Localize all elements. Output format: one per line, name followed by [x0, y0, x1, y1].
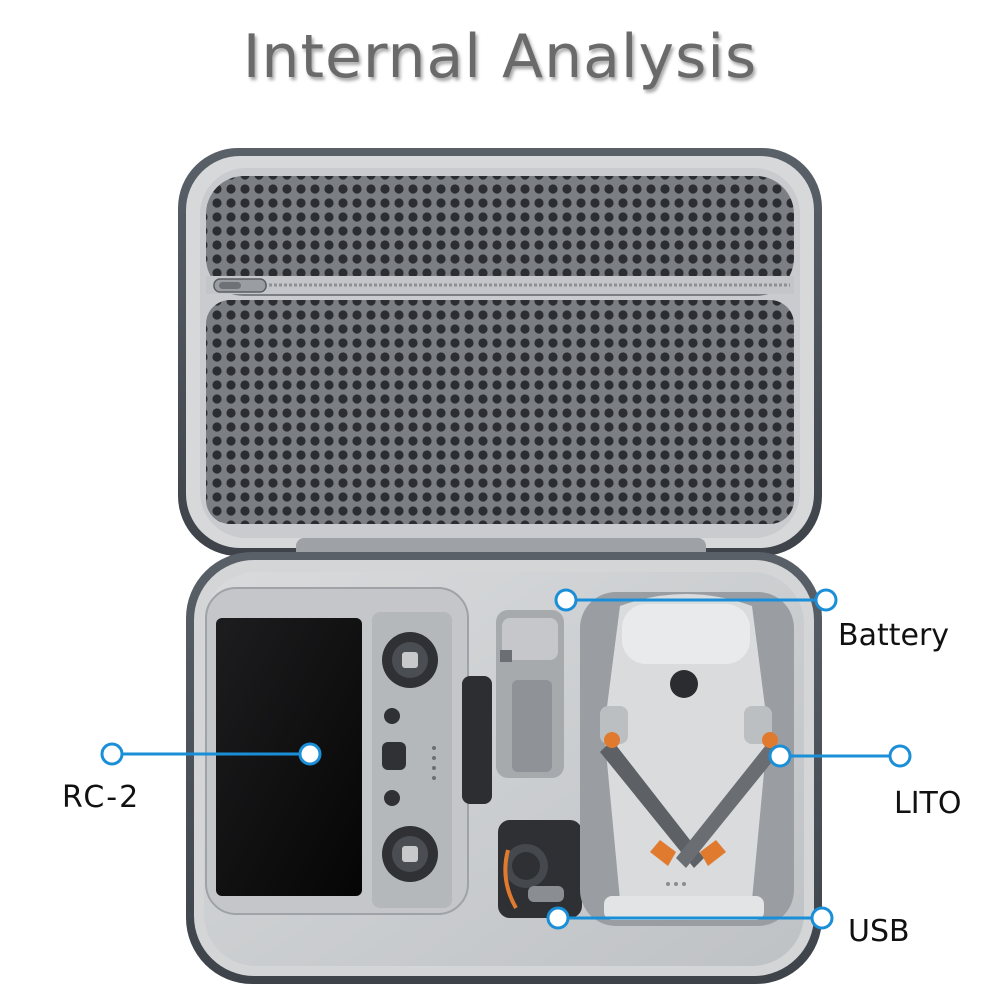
callout-drone: [768, 744, 912, 768]
page-title: Internal Analysis: [242, 22, 758, 92]
callout-usb-dot-start: [546, 906, 570, 930]
power-button-icon: [384, 790, 400, 806]
callout-battery: [554, 588, 838, 612]
controller-stick-slot: [462, 676, 492, 804]
callout-drone-dot-end: [888, 744, 912, 768]
callout-battery-dot-end: [814, 588, 838, 612]
label-rc: RC-2: [62, 780, 141, 815]
joystick-top-icon: [382, 632, 438, 688]
lid-mesh-pocket: [206, 300, 794, 524]
callout-drone-dot-start: [768, 744, 792, 768]
callout-usb: [546, 906, 834, 930]
callout-battery-dot-start: [554, 588, 578, 612]
label-usb: USB: [848, 914, 910, 949]
callout-rc-dot-end: [298, 742, 322, 766]
usb-cable: [498, 820, 582, 918]
controller-screen: [216, 618, 362, 896]
callout-rc-dot-start: [100, 742, 124, 766]
callout-usb-dot-end: [810, 906, 834, 930]
remote-controller: [205, 587, 492, 915]
zipper-pull-icon: [213, 278, 267, 293]
mode-switch-icon: [382, 742, 406, 770]
lid-mesh-pocket-top: [206, 176, 794, 296]
camera-lens-icon: [670, 670, 698, 698]
label-drone: LITO: [894, 786, 962, 821]
drone: [580, 592, 794, 926]
spare-battery: [496, 610, 564, 778]
battery-level-leds-icon: [432, 746, 436, 780]
case-lid: [178, 148, 822, 556]
label-battery: Battery: [838, 618, 950, 653]
rth-button-icon: [384, 708, 400, 724]
callout-rc: [100, 742, 322, 766]
joystick-bottom-icon: [382, 826, 438, 882]
